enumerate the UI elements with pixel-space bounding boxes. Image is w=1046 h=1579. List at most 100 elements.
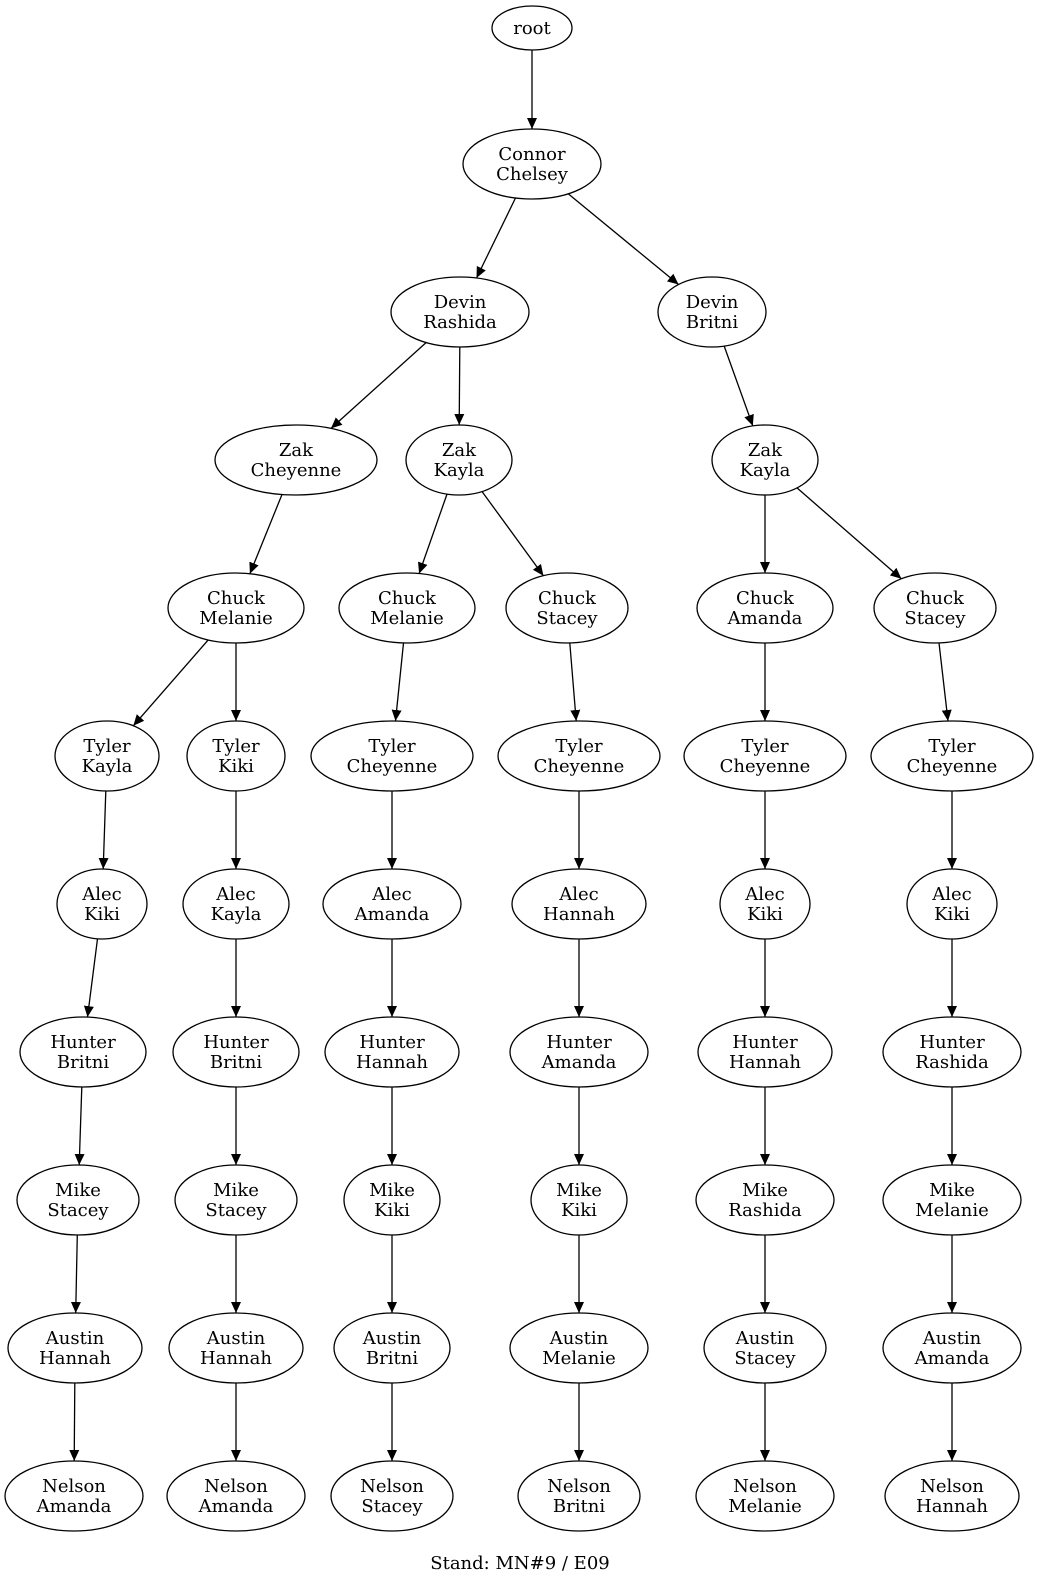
node-ellipse: [182, 868, 290, 940]
node-label-primary: Nelson: [920, 1476, 984, 1497]
node-label-primary: Chuck: [538, 588, 597, 609]
node-label-primary: Zak: [442, 440, 477, 461]
node-label-primary: Chuck: [378, 588, 437, 609]
node-label-primary: Mike: [929, 1180, 975, 1201]
edge-arrow: [418, 493, 448, 574]
edge-n30-n36: [70, 1234, 81, 1314]
node-ellipse: [54, 720, 160, 792]
edge-arrow: [391, 642, 405, 722]
edge-arrow: [132, 639, 209, 727]
node-label-primary: Nelson: [42, 1476, 106, 1497]
edge-arrow: [249, 494, 283, 574]
edge-arrow: [475, 197, 517, 279]
node-label-secondary: Amanda: [914, 1348, 990, 1369]
edge-n6-n11: [796, 487, 902, 580]
edge-n9-n15: [569, 642, 581, 722]
node-label-secondary: Stacey: [47, 1200, 109, 1221]
node-label-secondary: Melanie: [915, 1200, 989, 1221]
edges-layer: [69, 50, 957, 1462]
edge-arrow: [70, 1234, 81, 1314]
node-label-secondary: Stacey: [361, 1496, 423, 1517]
node-ellipse: [390, 276, 530, 348]
node-label-secondary: Melanie: [542, 1348, 616, 1369]
edge-n18-n24: [83, 938, 99, 1018]
node-label-primary: Tyler: [741, 736, 789, 757]
node-label-secondary: Stacey: [734, 1348, 796, 1369]
node-ellipse: [4, 1460, 144, 1532]
node-label-primary: Nelson: [547, 1476, 611, 1497]
node-label-primary: Nelson: [733, 1476, 797, 1497]
node-label-primary: Tyler: [555, 736, 603, 757]
edge-n2-n5: [454, 346, 465, 426]
edge-n8-n14: [391, 642, 405, 722]
node-ellipse: [511, 868, 647, 940]
node-label-secondary: Rashida: [728, 1200, 802, 1221]
edge-n1-n2: [475, 197, 517, 279]
node-label-secondary: Hannah: [200, 1348, 272, 1369]
node-ellipse: [168, 1312, 304, 1384]
node-ellipse: [873, 572, 997, 644]
node-ellipse: [7, 1312, 143, 1384]
node-label-secondary: Cheyenne: [347, 756, 438, 777]
node-label-secondary: Kayla: [82, 756, 133, 777]
node-label-secondary: Kiki: [84, 904, 120, 925]
edge-arrow: [938, 642, 952, 722]
node-label-primary: Austin: [45, 1328, 105, 1349]
node-label-secondary: Kayla: [740, 460, 791, 481]
node-label-primary: Austin: [362, 1328, 422, 1349]
edge-n7-n12: [132, 639, 209, 727]
edge-arrow: [83, 938, 99, 1018]
node-label-secondary: Kayla: [211, 904, 262, 925]
node-label-secondary: Rashida: [423, 312, 497, 333]
node-label-secondary: Britni: [553, 1496, 605, 1517]
node-label-secondary: Kiki: [374, 1200, 410, 1221]
node-ellipse: [56, 868, 148, 940]
node-ellipse: [338, 572, 476, 644]
node-ellipse: [517, 1460, 641, 1532]
node-ellipse: [214, 424, 378, 496]
node-ellipse: [719, 868, 811, 940]
node-label-primary: Tyler: [83, 736, 131, 757]
edge-arrow: [723, 345, 754, 427]
node-ellipse: [462, 128, 602, 200]
node-label-secondary: Chelsey: [496, 164, 569, 185]
node-label-primary: Hunter: [919, 1032, 985, 1053]
node-ellipse: [703, 1312, 827, 1384]
edge-n24-n30: [74, 1086, 85, 1166]
node-label-primary: Devin: [434, 292, 487, 313]
node-ellipse: [497, 720, 661, 792]
edge-n11-n17: [938, 642, 952, 722]
node-ellipse: [186, 720, 286, 792]
edge-arrow: [569, 642, 581, 722]
node-label-secondary: Stacey: [205, 1200, 267, 1221]
edge-arrow: [454, 346, 465, 426]
edge-n5-n9: [481, 491, 544, 577]
node-ellipse: [711, 424, 819, 496]
node-ellipse: [322, 868, 462, 940]
node-label-primary: Nelson: [360, 1476, 424, 1497]
node-label-primary: Austin: [735, 1328, 795, 1349]
node-label-secondary: Melanie: [199, 608, 273, 629]
node-label-secondary: Kiki: [747, 904, 783, 925]
node-label-secondary: Kiki: [218, 756, 254, 777]
